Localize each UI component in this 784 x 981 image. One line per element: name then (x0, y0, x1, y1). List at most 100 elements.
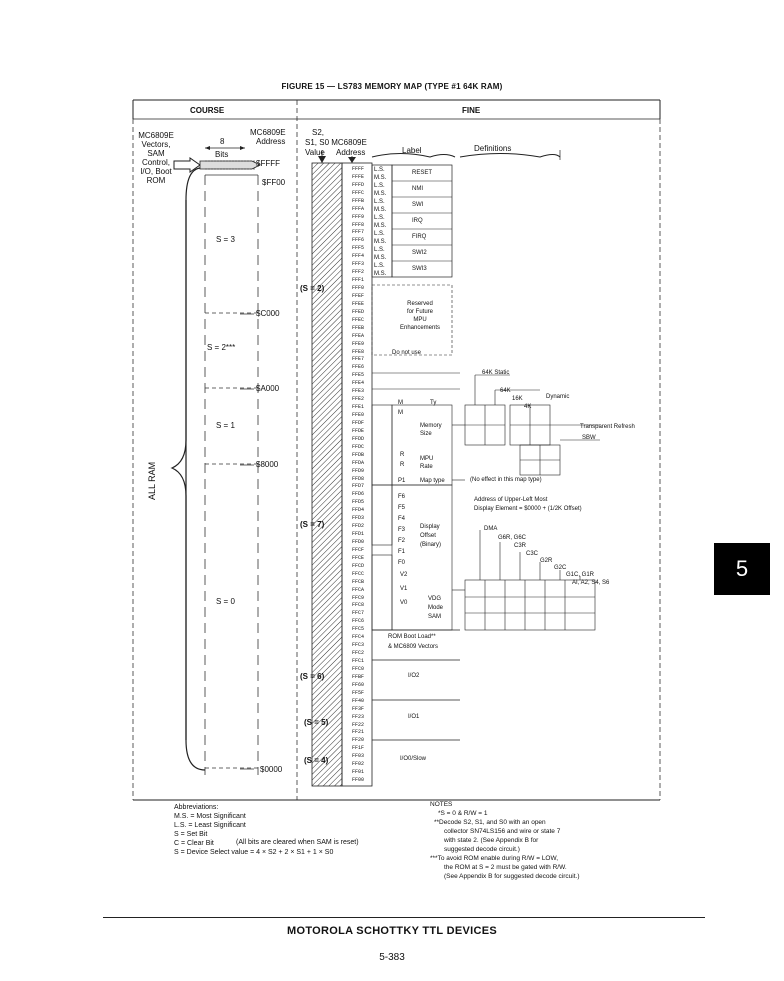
address-cell: FFC8 (351, 602, 364, 609)
address-cell: FFF7 (351, 229, 364, 236)
offset-line: (Binary) (420, 542, 442, 548)
address-cell: FFCB (351, 578, 364, 585)
rate-bit: R (400, 452, 405, 458)
vector-byte-label: M.S. (374, 255, 387, 261)
reserved-block: Reserved for Future MPU Enhancements (392, 300, 448, 332)
g6r-label: G6R, G6C (498, 535, 527, 541)
address-cell: FFEC (351, 316, 364, 323)
source-line: MC6809E (138, 131, 174, 140)
address-cell: FFF1 (351, 277, 364, 284)
c3r-label: C3R (514, 543, 527, 549)
address-cell: FFE5 (351, 372, 364, 379)
g2c-label: G2C (554, 565, 567, 571)
address-cell: FFD0 (351, 538, 364, 545)
address-cell: FFE0 (351, 412, 364, 418)
address-cell: FF3F (351, 705, 364, 712)
vdg-line: VDG (428, 596, 442, 602)
rate-line: MPU (420, 456, 434, 462)
note-item: (See Appendix B for suggested decode cir… (444, 873, 580, 880)
bits-word: Bits (215, 150, 229, 159)
address-cell: FFF5 (351, 245, 364, 252)
s0-label: S = 0 (216, 597, 235, 606)
all-ram-label: ALL RAM (147, 461, 157, 500)
f-bits: F6 F5 F4 F3 F2 F1 F0 (398, 492, 405, 569)
address-cell: FFD6 (351, 491, 364, 498)
transparent-refresh-label: Transparent Refresh (580, 424, 635, 430)
io0-label: I/O0/Slow (400, 756, 427, 762)
rate-line: Rate (420, 464, 433, 470)
g1c-label: G1C, G1R (566, 572, 595, 578)
vdg-mode-label: VDG Mode SAM (428, 595, 443, 622)
address-cell: FFE6 (351, 364, 364, 371)
mc6809-vectors-label: & MC6809 Vectors (388, 644, 439, 650)
vector-byte-label: M.S. (374, 175, 387, 181)
address-cell: FFC4 (351, 634, 364, 641)
address-cell: FFBF (351, 673, 364, 680)
f-bit: F0 (398, 560, 406, 566)
address-cell: FFF0 (351, 285, 364, 292)
abbr-item: S = Device Select value = 4 × S2 + 2 × S… (174, 849, 334, 856)
address-cell: FFF6 (351, 237, 364, 244)
mpu-rate-label: MPU Rate (420, 455, 433, 471)
vector-byte-label: L.S. (374, 215, 385, 221)
offset-line: Display (420, 524, 440, 530)
dynamic-label: Dynamic (546, 394, 570, 400)
decode-grid-vdg (464, 530, 596, 631)
p1-label: P1 (398, 478, 406, 484)
vector-byte-label: L.S. (374, 199, 385, 205)
map-type-label: Map type (420, 478, 445, 484)
address-cell: FFCA (351, 586, 364, 593)
address-cell: FFF2 (351, 269, 364, 276)
footer-title: MOTOROLA SCHOTTKY TTL DEVICES (287, 925, 497, 937)
address-cell: FFFF (351, 166, 364, 172)
vector-byte-label: M.S. (374, 271, 387, 277)
s-eq-5: (S = 5) (304, 718, 329, 727)
f-bit: F4 (398, 516, 406, 522)
address-cell: FFF8 (351, 221, 364, 228)
abbr-item: L.S. = Least Significant (174, 822, 246, 829)
address-cell: FF03 (351, 753, 364, 760)
addr-8000: $8000 (256, 460, 279, 469)
address-cell: FF60 (351, 681, 364, 688)
vector-table (371, 164, 453, 278)
address-cell: FFFC (351, 189, 364, 196)
addr-c000: $C000 (256, 309, 280, 318)
s2-label: S = 2*** (207, 343, 236, 352)
v-bits: V2 V1 V0 (400, 568, 407, 610)
vector-definition: NMI (412, 186, 423, 192)
address-cell: FF02 (351, 761, 364, 768)
note-item: collector SN74LS156 and wire or state 7 (444, 828, 561, 835)
k64-label: 64K (500, 388, 511, 394)
address-cell: FF22 (351, 721, 364, 728)
address-cell: FFEA (351, 332, 364, 339)
vector-definition: SWI3 (412, 266, 427, 272)
course-curve (185, 167, 206, 771)
address-cell: FFD7 (351, 483, 364, 490)
address-cell: FFDE (351, 427, 364, 434)
address-cell: FFCC (351, 570, 364, 577)
g2r-label: G2R (540, 558, 553, 564)
s-eq-7: (S = 7) (300, 520, 325, 529)
address-cell: FFC0 (351, 665, 364, 672)
s-eq-2: (S = 2) (300, 284, 325, 293)
address-cell: FFC6 (351, 618, 364, 625)
address-cell: FFFE (351, 173, 364, 180)
mc-address-line: MC6809E (250, 128, 286, 137)
v-bit: V1 (400, 586, 408, 592)
rate-bit: R (400, 462, 405, 468)
abbr-item: C = Clear Bit (174, 840, 214, 847)
no-effect-label: (No effect in this map type) (470, 477, 542, 483)
memory-size-block: M M (398, 398, 403, 418)
fine-head-s2: S2, (312, 128, 325, 137)
address-cell: FFDA (351, 459, 364, 466)
address-cell: FFD1 (351, 531, 364, 538)
vdg-line: Mode (428, 605, 444, 611)
address-cell: FFE3 (351, 388, 364, 395)
vector-byte-label: M.S. (374, 207, 387, 213)
fine-head-label: Label (402, 146, 422, 155)
s-eq-4: (S = 4) (304, 756, 329, 765)
vector-definition: FIRQ (412, 234, 427, 240)
vector-definition: SWI2 (412, 250, 427, 256)
reserved-line: Enhancements (399, 325, 441, 331)
